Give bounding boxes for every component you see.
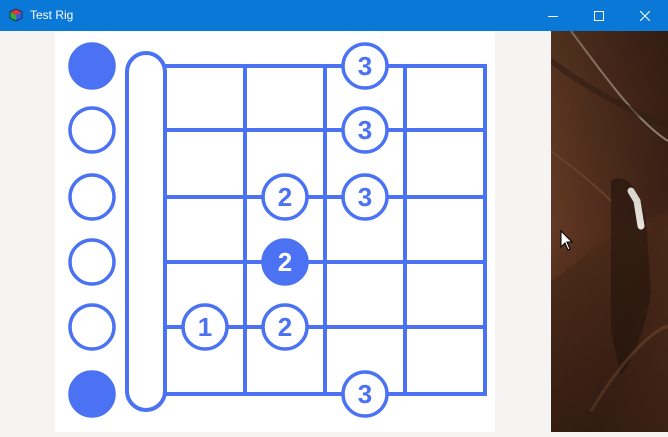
title-bar[interactable]: Test Rig [0,0,668,31]
finger-label: 3 [358,182,372,212]
open-string-marker [68,238,116,286]
muted-string-marker [68,42,116,90]
open-string-marker [68,303,116,351]
fretboard: 3 3 2 3 2 1 2 3 [68,42,487,418]
minimize-button[interactable] [530,0,576,31]
note-dot [341,173,389,221]
cube-icon [9,8,23,22]
note-dot [341,370,389,418]
finger-label: 2 [278,312,292,342]
finger-label: 3 [358,51,372,81]
nut [125,51,167,412]
finger-label: 3 [358,379,372,409]
muted-string-marker [68,370,116,418]
note-dot [181,303,229,351]
note-dot [261,173,309,221]
guitar-photo-image [551,31,668,432]
maximize-button[interactable] [576,0,622,31]
note-dot [341,106,389,154]
chord-diagram: 3 3 2 3 2 1 2 3 [55,31,495,432]
finger-label: 2 [278,247,292,277]
maximize-icon [594,10,604,21]
finger-label: 3 [358,115,372,145]
mouse-cursor-icon [560,230,574,251]
note-dot [261,303,309,351]
close-button[interactable] [622,0,668,31]
window-title: Test Rig [30,8,74,22]
close-icon [640,10,650,21]
root-note-dot [261,238,309,286]
guitar-photo [551,31,668,432]
minimize-icon [548,15,558,17]
finger-label: 1 [198,312,212,342]
note-dot [341,42,389,90]
open-string-marker [68,173,116,221]
open-string-marker [68,106,116,154]
finger-label: 2 [278,182,292,212]
